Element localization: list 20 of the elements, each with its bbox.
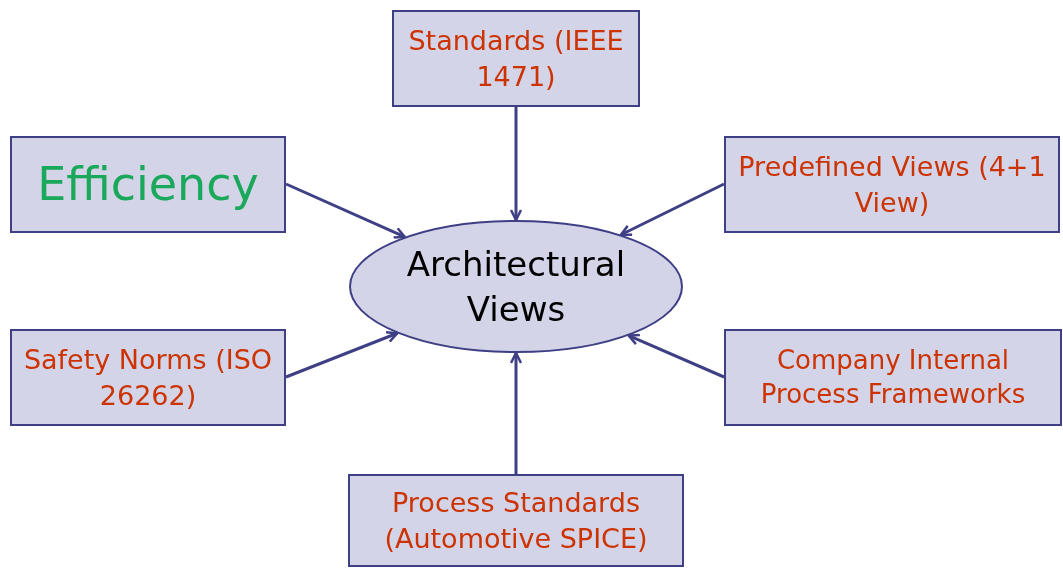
arrow bbox=[509, 351, 523, 474]
node-label: Standards (IEEE 1471) bbox=[407, 24, 625, 94]
arrow bbox=[619, 182, 725, 237]
arrow bbox=[285, 182, 406, 239]
process-box bbox=[348, 474, 684, 567]
node-label: Predefined Views (4+1 View) bbox=[737, 150, 1047, 220]
process-box bbox=[724, 329, 1062, 426]
process-box bbox=[10, 329, 286, 426]
node-label: Architectural Views bbox=[405, 243, 627, 331]
node-label: Safety Norms (ISO 26262) bbox=[22, 343, 274, 413]
process-box bbox=[724, 136, 1060, 233]
arrow bbox=[627, 333, 725, 379]
node-label: Process Standards (Automotive SPICE) bbox=[383, 486, 649, 556]
arrow bbox=[285, 331, 399, 379]
process-box bbox=[392, 10, 640, 107]
node-label: Company Internal Process Frameworks bbox=[759, 343, 1027, 411]
node-label: Efficiency bbox=[37, 155, 259, 213]
process-box bbox=[10, 136, 286, 233]
arrow bbox=[509, 107, 523, 222]
central-ellipse bbox=[349, 220, 683, 353]
